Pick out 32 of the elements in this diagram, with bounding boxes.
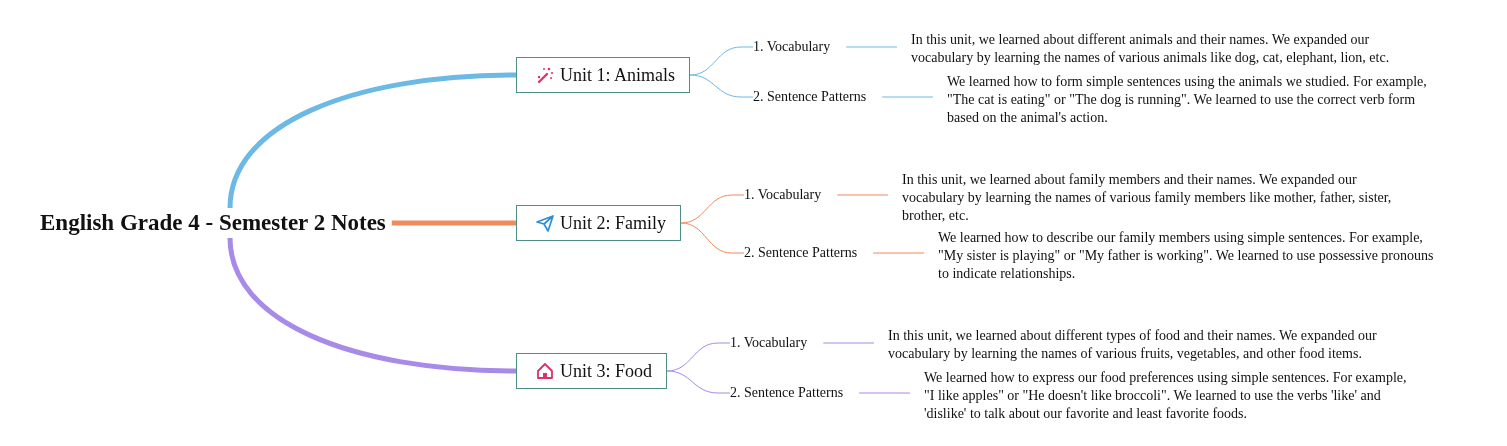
- note-text: We learned how to describe our family members using simple sentences. For example, "My sister is playing" or "My father is working". We learned to use possessive pronouns to indicate relationships.: [924, 229, 1434, 283]
- connector-line: [680, 222, 745, 254]
- connector-line: [680, 194, 745, 224]
- connector-line: [858, 392, 911, 394]
- subtopic-label: 2. Sentence Patterns: [744, 244, 874, 262]
- topic-box: [516, 205, 681, 241]
- note-text: In this unit, we learned about family members and their names. We expanded our vocabulary by learning the names of various family members like mother, father, sister, brother, etc.: [888, 171, 1398, 225]
- connector-line: [845, 46, 898, 48]
- note-text: In this unit, we learned about different animals and their names. We expanded our vocabulary by learning the names of various animals like dog, cat, elephant, lion, etc.: [897, 31, 1407, 67]
- subtopic-label: 2. Sentence Patterns: [753, 88, 883, 106]
- subtopic-label: 1. Vocabulary: [753, 38, 847, 56]
- topic-label: Unit 3: Food: [560, 360, 652, 383]
- note-text: We learned how to form simple sentences using the animals we studied. For example, "The cat is eating" or "The dog is running". We learned to use the correct verb form based on the animal's action.: [933, 73, 1443, 127]
- topic-box: [516, 353, 667, 389]
- connector-line: [836, 194, 889, 196]
- note-text: We learned how to express our food preferences using simple sentences. For example, "I like apples" or "He doesn't like broccoli". We learned to use the verbs 'like' and 'dislike' to talk about our favorite and least favorite foods.: [910, 369, 1420, 423]
- topic-box: [516, 57, 690, 93]
- branch-connector: [227, 237, 517, 374]
- connector-line: [666, 370, 731, 394]
- branch-connector: [391, 220, 516, 226]
- topic-label: Unit 1: Animals: [560, 64, 675, 87]
- subtopic-label: 2. Sentence Patterns: [730, 384, 860, 402]
- connector-line: [881, 96, 934, 98]
- subtopic-label: 1. Vocabulary: [744, 186, 838, 204]
- subtopic-label: 1. Vocabulary: [730, 334, 824, 352]
- topic-label: Unit 2: Family: [560, 212, 666, 235]
- connector-line: [689, 74, 754, 98]
- connector-line: [872, 252, 925, 254]
- connector-line: [822, 342, 875, 344]
- branch-connector: [227, 72, 517, 209]
- topic-title: English Grade 4 - Semester 2 Notes: [40, 208, 386, 238]
- note-text: In this unit, we learned about different types of food and their names. We expanded our vocabulary by learning the names of various fruits, vegetables, and other food items.: [874, 327, 1384, 363]
